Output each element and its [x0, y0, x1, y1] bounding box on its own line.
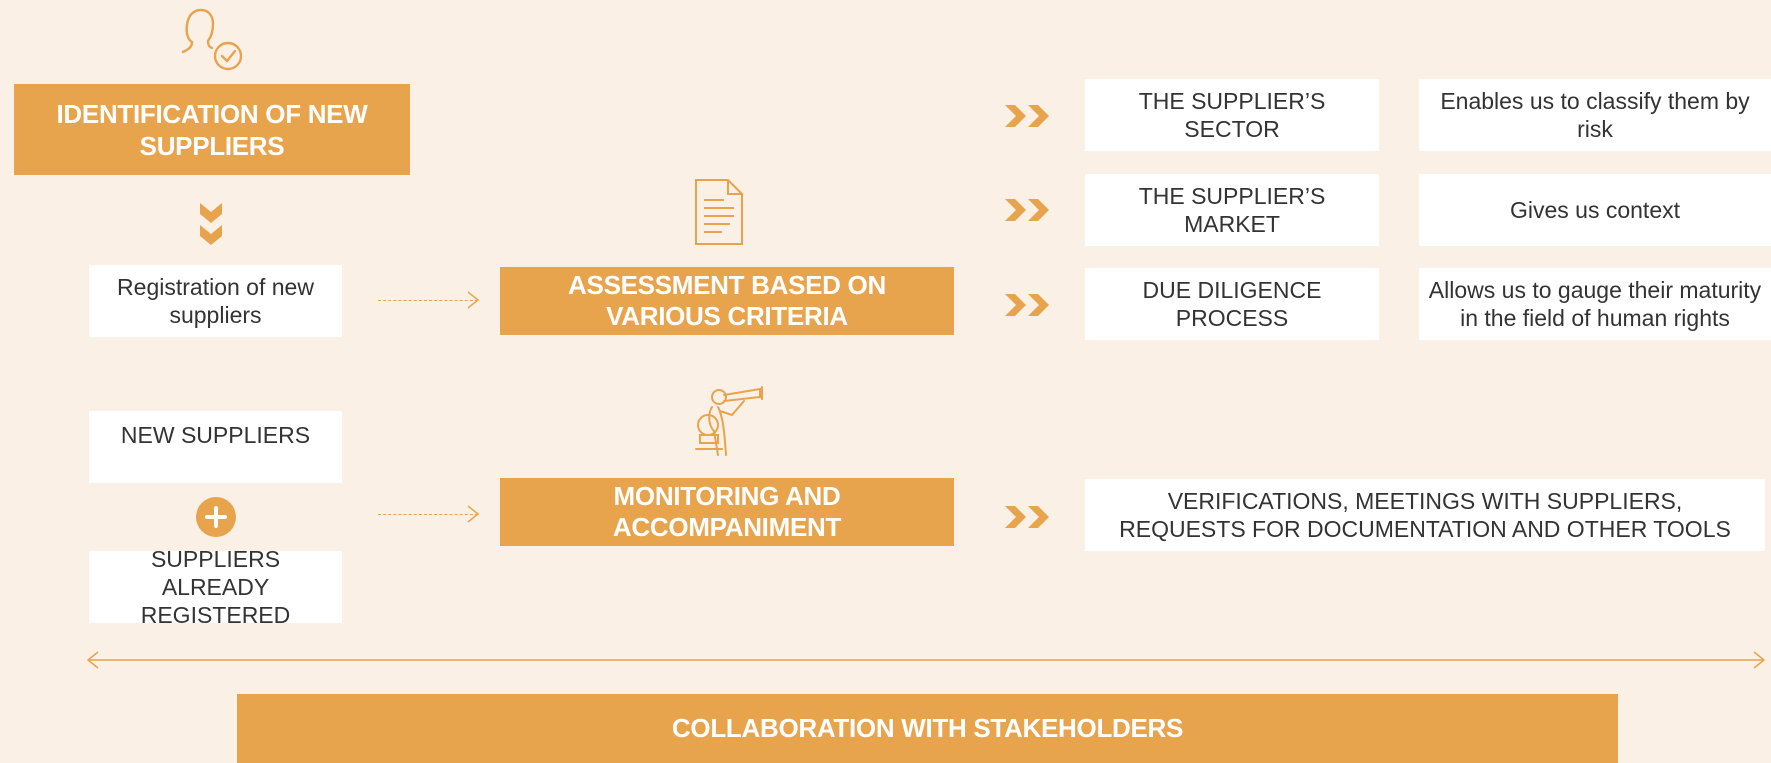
person-telescope-icon — [688, 385, 766, 457]
monitoring-arrow-line — [378, 514, 478, 515]
chevron-down-double-icon — [198, 203, 224, 247]
collaboration-title: COLLABORATION WITH STAKEHOLDERS — [671, 713, 1184, 743]
double-chevron-right-icon — [1005, 506, 1051, 528]
arrow-head-icon — [466, 291, 480, 309]
collaboration-box: COLLABORATION WITH STAKEHOLDERS — [237, 694, 1618, 763]
registered-suppliers-label: SUPPLIERS ALREADY REGISTERED — [140, 546, 291, 628]
registration-box: Registration of new suppliers — [89, 265, 342, 337]
registration-arrow-line — [378, 300, 478, 301]
criterion-market-label: THE SUPPLIER’S MARKET — [1138, 183, 1326, 237]
arrow-head-icon — [466, 505, 480, 523]
monitoring-tools-text: VERIFICATIONS, MEETINGS WITH SUPPLIERS, … — [1119, 488, 1731, 542]
plus-circle-icon — [195, 496, 237, 538]
criterion-due-diligence-purpose-text: Allows us to gauge their maturity in the… — [1428, 277, 1762, 331]
document-icon — [694, 178, 744, 246]
criterion-due-diligence: DUE DILIGENCE PROCESS — [1085, 268, 1379, 340]
new-suppliers-box: NEW SUPPLIERS — [89, 411, 342, 483]
registered-suppliers-box: SUPPLIERS ALREADY REGISTERED — [89, 546, 342, 628]
criterion-sector-purpose: Enables us to classify them by risk — [1419, 79, 1771, 151]
criterion-due-diligence-label: DUE DILIGENCE PROCESS — [1142, 277, 1322, 331]
double-arrow-line-icon — [86, 650, 1766, 670]
criterion-sector: THE SUPPLIER’S SECTOR — [1085, 79, 1379, 151]
criterion-market-purpose: Gives us context — [1419, 174, 1771, 246]
criterion-market: THE SUPPLIER’S MARKET — [1085, 174, 1379, 246]
criterion-sector-label: THE SUPPLIER’S SECTOR — [1138, 88, 1326, 142]
monitoring-tools-box: VERIFICATIONS, MEETINGS WITH SUPPLIERS, … — [1085, 479, 1765, 551]
double-chevron-right-icon — [1005, 105, 1051, 127]
monitoring-title: MONITORING AND ACCOMPANIMENT — [612, 481, 842, 542]
criterion-due-diligence-purpose: Allows us to gauge their maturity in the… — [1419, 268, 1771, 340]
assessment-box: ASSESSMENT BASED ON VARIOUS CRITERIA — [500, 267, 954, 335]
double-chevron-right-icon — [1005, 199, 1051, 221]
criterion-market-purpose-text: Gives us context — [1509, 197, 1681, 223]
assessment-title: ASSESSMENT BASED ON VARIOUS CRITERIA — [568, 270, 886, 331]
monitoring-box: MONITORING AND ACCOMPANIMENT — [500, 478, 954, 546]
double-chevron-right-icon — [1005, 294, 1051, 316]
registration-label: Registration of new suppliers — [117, 274, 314, 328]
identification-box: IDENTIFICATION OF NEW SUPPLIERS — [14, 84, 410, 175]
new-suppliers-label: NEW SUPPLIERS — [120, 422, 311, 448]
criterion-sector-purpose-text: Enables us to classify them by risk — [1440, 88, 1750, 142]
identification-title: IDENTIFICATION OF NEW SUPPLIERS — [56, 98, 368, 161]
user-check-icon — [175, 5, 247, 73]
